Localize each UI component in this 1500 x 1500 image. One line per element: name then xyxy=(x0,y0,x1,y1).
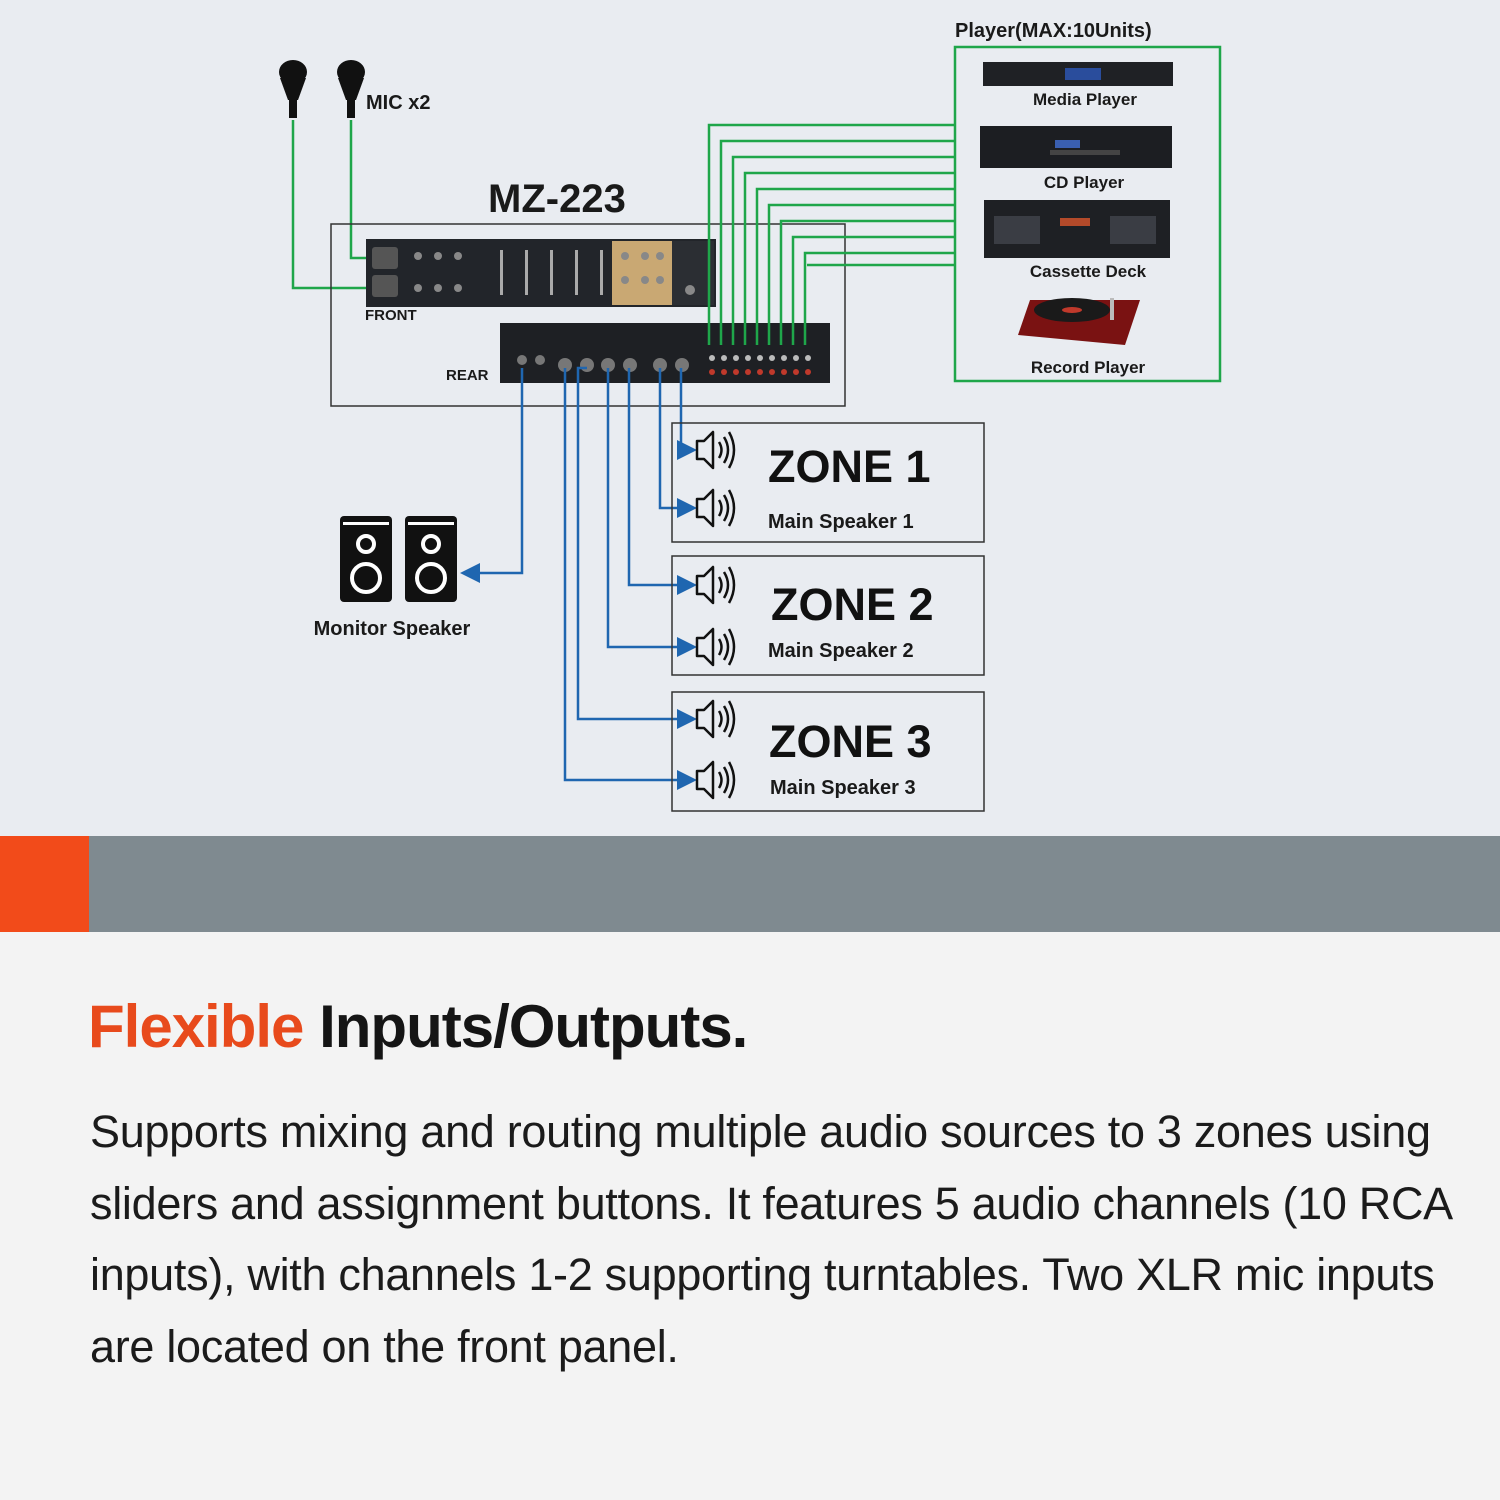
diagram-canvas: MIC x2 MZ-223 FRONT xyxy=(279,20,1222,812)
player-label: Cassette Deck xyxy=(1030,262,1147,281)
player-label: Record Player xyxy=(1031,358,1146,377)
mixer-title: MZ-223 xyxy=(488,177,626,221)
accent-block xyxy=(0,836,89,932)
cd-player-icon xyxy=(980,126,1172,168)
speaker-icon xyxy=(695,430,736,470)
player-label: CD Player xyxy=(1044,173,1125,192)
speaker-icon xyxy=(695,699,736,739)
rear-label: REAR xyxy=(446,367,489,384)
zone-title: ZONE 2 xyxy=(771,579,934,630)
mic-cables xyxy=(291,120,372,290)
headline: Flexible Inputs/Outputs. xyxy=(88,992,748,1061)
zone-subtitle: Main Speaker 3 xyxy=(770,777,916,799)
divider-bar xyxy=(0,836,1500,932)
players-title: Player(MAX:10Units) xyxy=(955,20,1152,42)
headline-accent: Flexible xyxy=(88,993,304,1060)
zone-title: ZONE 3 xyxy=(769,716,932,767)
speaker-icon xyxy=(695,627,736,667)
speaker-icon xyxy=(695,760,736,800)
zone-3-box xyxy=(671,691,985,812)
zone-2-box xyxy=(671,555,985,676)
zone-subtitle: Main Speaker 2 xyxy=(768,640,914,662)
turntable-icon xyxy=(1018,298,1140,345)
player-label: Media Player xyxy=(1033,90,1137,109)
description-section xyxy=(0,932,1500,1500)
zone-subtitle: Main Speaker 1 xyxy=(768,511,914,533)
front-label: FRONT xyxy=(365,307,417,324)
microphone-icon xyxy=(337,60,365,118)
speaker-icon xyxy=(695,565,736,605)
routing-diagram: MIC x2 MZ-223 FRONT xyxy=(279,20,1222,812)
speaker-icon xyxy=(695,488,736,528)
mic-label: MIC x2 xyxy=(366,92,430,114)
zone-output-cables xyxy=(460,366,697,790)
media-player-icon xyxy=(983,62,1173,86)
mixer-enclosure xyxy=(330,223,846,407)
headline-rest: Inputs/Outputs. xyxy=(319,993,748,1060)
monitor-speaker-icon xyxy=(340,516,457,602)
monitor-label: Monitor Speaker xyxy=(314,618,471,640)
player-input-cables xyxy=(707,123,955,345)
body-text: Supports mixing and routing multiple aud… xyxy=(90,1106,1451,1372)
mixer-front-panel xyxy=(366,239,716,307)
zone-1-box xyxy=(671,422,985,543)
mixer-rear-panel xyxy=(500,323,830,383)
cassette-deck-icon xyxy=(984,200,1170,258)
microphone-icon xyxy=(279,60,307,118)
players-box xyxy=(953,45,1222,383)
zone-title: ZONE 1 xyxy=(768,441,931,492)
